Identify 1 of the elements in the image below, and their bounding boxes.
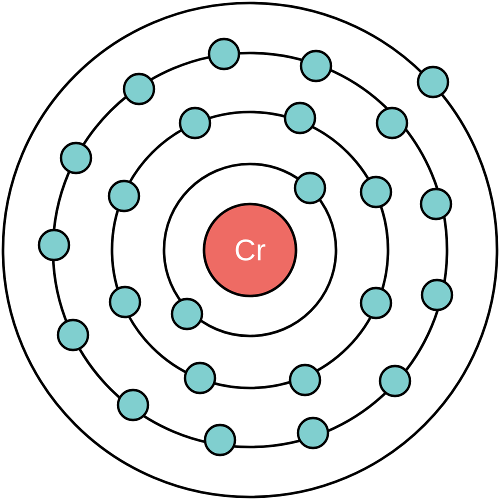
nucleus: Cr <box>202 202 298 298</box>
